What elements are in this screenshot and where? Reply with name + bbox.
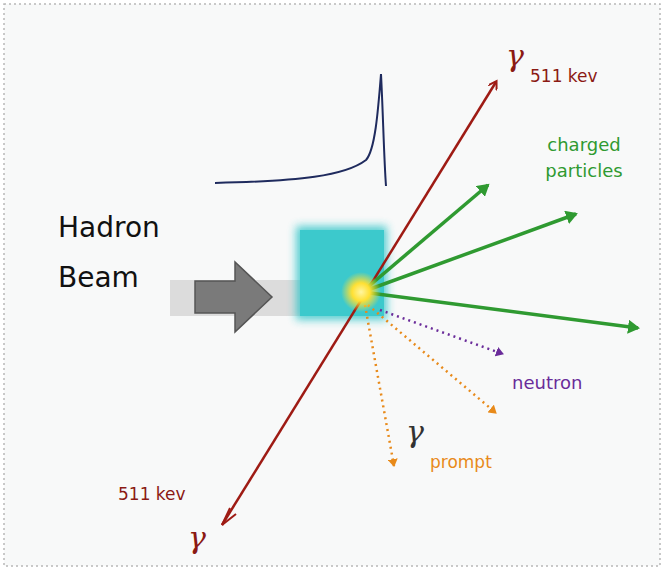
beam-arrow xyxy=(195,262,272,332)
charged-arrow xyxy=(362,292,638,328)
charged-arrow xyxy=(362,185,488,292)
cube-glow xyxy=(296,226,387,320)
interaction-spot xyxy=(341,272,381,312)
prompt-arrow xyxy=(368,305,496,413)
gamma-symbol: γ xyxy=(188,520,206,555)
prompt-arrow xyxy=(365,305,394,466)
neutron-label: neutron xyxy=(512,372,582,393)
target-cube xyxy=(300,230,384,316)
prompt-subscript: prompt xyxy=(430,452,492,472)
gamma-symbol: γ xyxy=(406,414,424,449)
neutron-arrow xyxy=(380,310,503,354)
charged-arrow xyxy=(362,214,576,292)
energy-label: 511 kev xyxy=(118,484,186,504)
energy-subscript: 511 kev xyxy=(530,66,598,86)
beam-label: Hadron Beam xyxy=(58,203,188,303)
bragg-curve xyxy=(215,74,386,186)
frame xyxy=(4,4,660,566)
gamma-symbol: γ xyxy=(506,38,524,73)
particle-label: charged particles xyxy=(526,132,642,184)
gamma-arrowhead xyxy=(222,508,236,525)
